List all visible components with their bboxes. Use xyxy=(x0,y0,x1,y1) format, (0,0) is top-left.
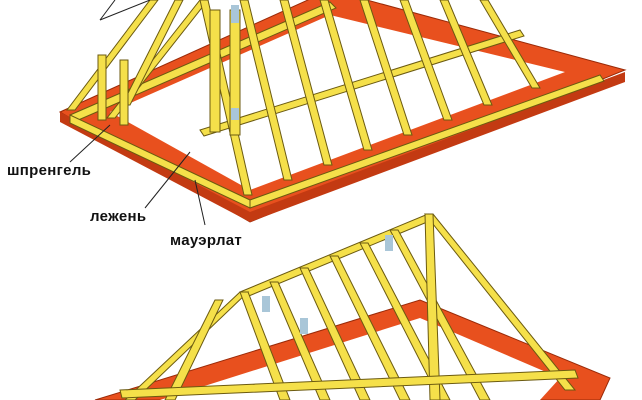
brick-wall-right-face xyxy=(250,72,625,222)
hip-roof-diagram xyxy=(58,0,627,226)
ridge-and-rafters xyxy=(119,213,579,400)
metal-plate xyxy=(262,296,270,312)
label-wall-plate: мауэрлат xyxy=(170,232,243,249)
leader-lines xyxy=(69,0,206,226)
rafters xyxy=(65,0,541,196)
label-strut: шпренгель xyxy=(7,162,92,179)
metal-plate xyxy=(231,108,239,120)
label-sill-beam: лежень xyxy=(90,208,147,225)
second-roof-diagram xyxy=(94,213,611,400)
sill-beam xyxy=(199,29,525,137)
metal-plate xyxy=(385,235,393,251)
metal-plate xyxy=(231,5,239,23)
metal-plate xyxy=(300,318,308,334)
struts xyxy=(97,9,241,136)
